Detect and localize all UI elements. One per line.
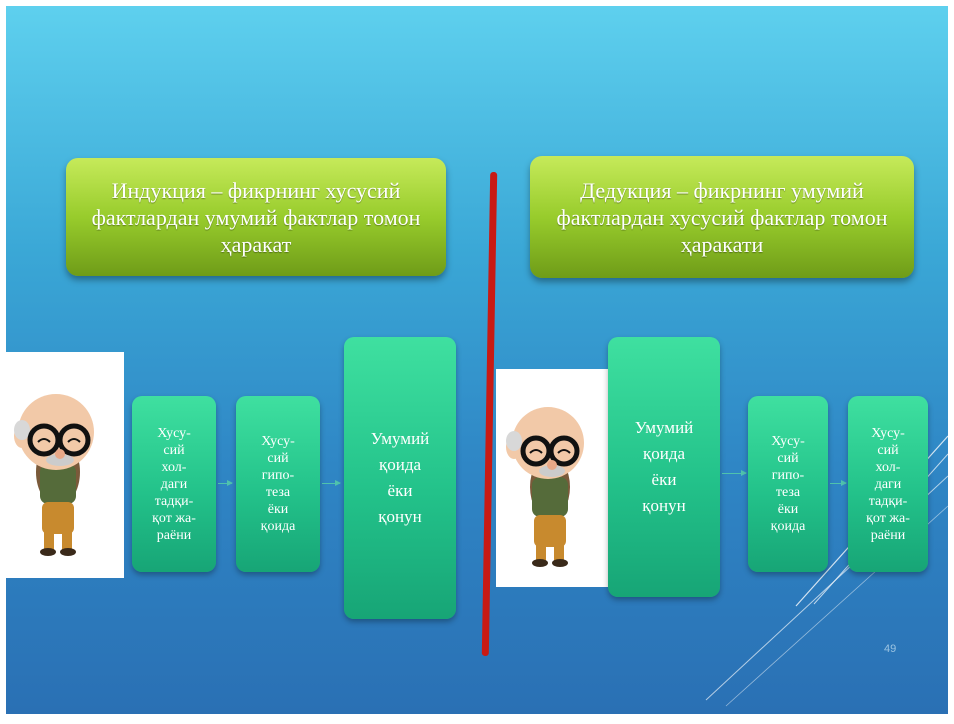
deduction-title: Дедукция – фикрнинг умумий фактлардан ху… (530, 156, 914, 278)
left-arrow-1 (218, 480, 233, 486)
right-arrow-2 (830, 480, 847, 486)
right-step-3: Хусу- сий хол- даги тадқи- қот жа- раёни (848, 396, 928, 572)
decorative-lines (705, 435, 948, 707)
old-man-icon (14, 394, 94, 556)
slide: Индукция – фикрнинг хусусий фактлардан у… (6, 6, 948, 714)
right-arrow-1 (722, 470, 747, 476)
right-step-1: Умумий қоида ёки қонун (608, 337, 720, 597)
left-arrow-2 (322, 480, 341, 486)
left-step-1: Хусу- сий хол- даги тадқи- қот жа- раёни (132, 396, 216, 572)
left-step-2: Хусу- сий гипо- теза ёки қоида (236, 396, 320, 572)
induction-title: Индукция – фикрнинг хусусий фактлардан у… (66, 158, 446, 276)
page-number: 49 (884, 643, 897, 655)
left-step-3: Умумий қоида ёки қонун (344, 337, 456, 619)
old-man-icon (506, 407, 584, 567)
right-step-2: Хусу- сий гипо- теза ёки қоида (748, 396, 828, 572)
old-man-illustration-right (496, 369, 608, 587)
old-man-illustration-left (6, 352, 124, 578)
